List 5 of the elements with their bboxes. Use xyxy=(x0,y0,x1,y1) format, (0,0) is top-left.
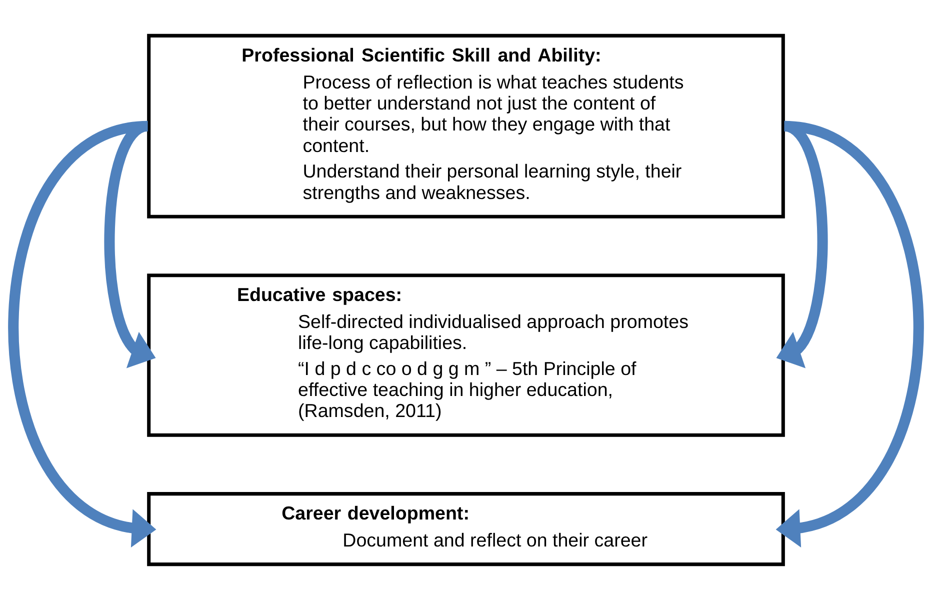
node-box: Career development: Document and reflect on their career xyxy=(147,492,785,566)
node-box: Professional Scientific Skill and Ability: Process of reflection is what teaches students to better understand not just the content of their courses, but how they engage with that content. Understand their personal learning style, their strengths and weaknesses. xyxy=(147,34,785,218)
arrow xyxy=(8,120,156,548)
arrow xyxy=(776,120,924,548)
node-box: Educative spaces: Self-directed individualised approach promotes life-long capabilities. “I d p d c co o d g g m ” – 5th Principle of effective teaching in higher education, (Ramsden, 2011) xyxy=(147,274,785,437)
